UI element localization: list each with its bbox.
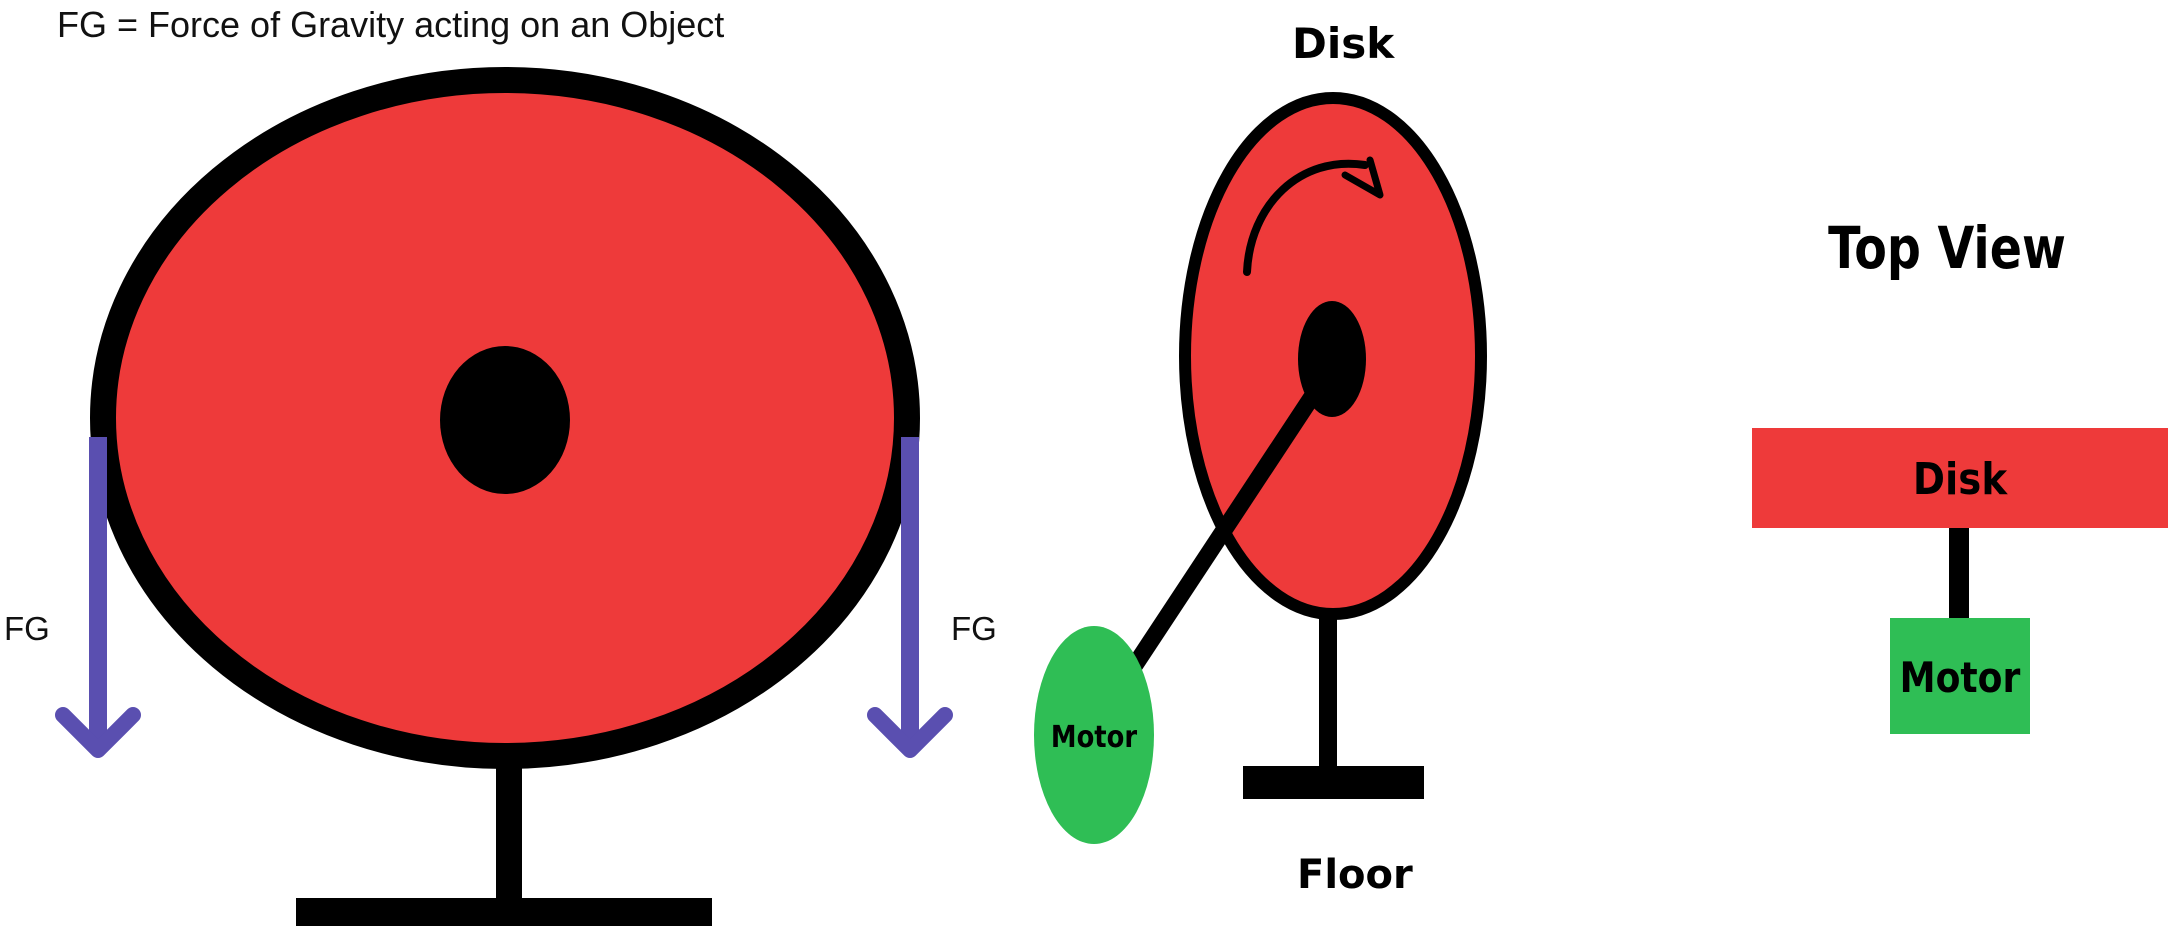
- right-force-label: FG: [951, 610, 997, 647]
- side-disk-label: Disk: [1292, 19, 1395, 68]
- rotation-arrow-icon: [1243, 156, 1384, 276]
- top-motor-label: Motor: [1900, 654, 2021, 702]
- side-floor-label: Floor: [1297, 852, 1413, 898]
- top-view-title: Top View: [1828, 214, 2066, 282]
- side-stand-base: [1243, 766, 1424, 799]
- side-view: Disk Motor Floor: [1034, 19, 1487, 898]
- top-motor: [1890, 618, 2030, 734]
- front-disk-hub: [440, 346, 570, 494]
- side-disk-hub: [1298, 301, 1366, 417]
- top-view: Top View Disk Motor: [1752, 214, 2168, 734]
- legend-text: FG = Force of Gravity acting on an Objec…: [57, 4, 724, 45]
- side-stand-post: [1319, 612, 1337, 772]
- top-connector: [1949, 528, 1969, 618]
- side-motor: [1034, 626, 1154, 844]
- top-disk: [1752, 428, 2168, 528]
- left-force-arrow: [55, 437, 141, 758]
- front-view: FG FG: [4, 67, 997, 926]
- top-disk-label: Disk: [1913, 454, 2009, 505]
- right-force-arrow: [867, 437, 953, 758]
- front-stand-base: [296, 898, 712, 926]
- motor-shaft: [1125, 369, 1335, 673]
- side-motor-label: Motor: [1051, 719, 1137, 754]
- left-force-label: FG: [4, 610, 50, 647]
